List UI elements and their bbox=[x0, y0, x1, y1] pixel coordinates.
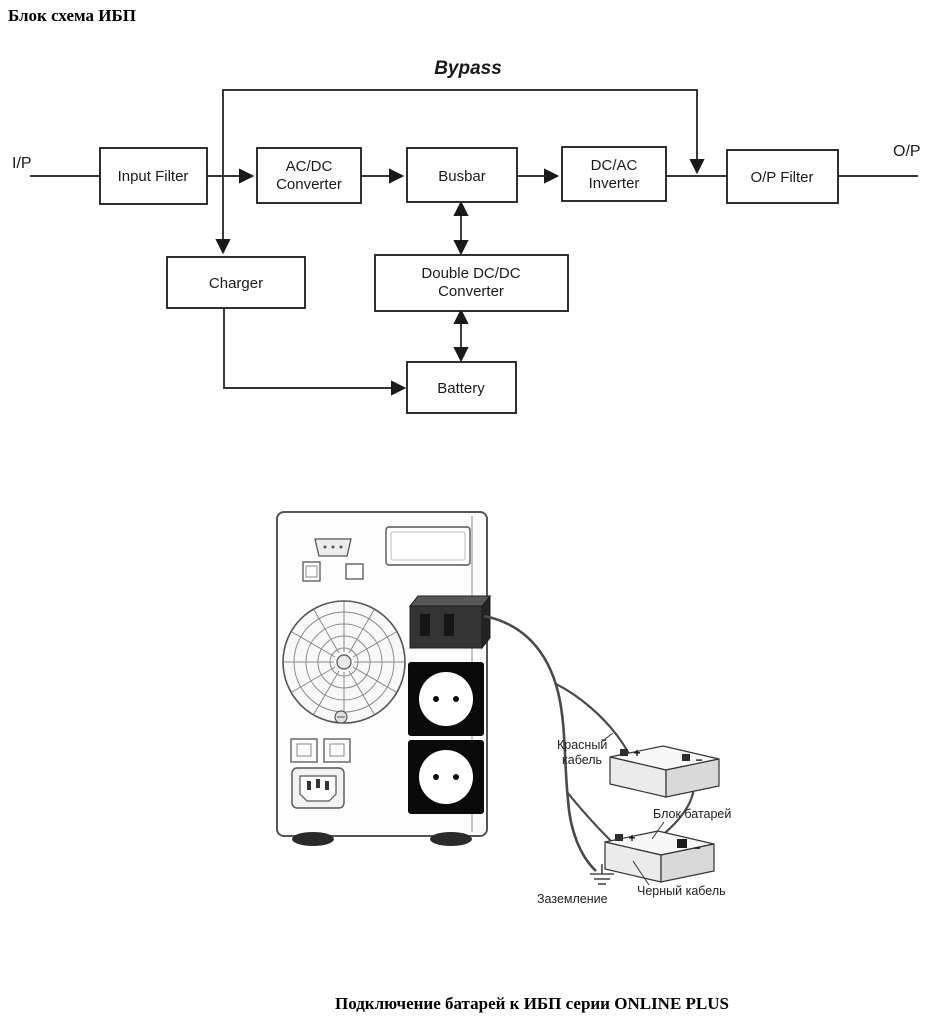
block-input-filter: Input Filter bbox=[99, 147, 208, 205]
battery-block-1: + − bbox=[609, 745, 720, 798]
annotations: Красный кабель Блок батарей Черный кабел… bbox=[537, 732, 731, 906]
block-op-filter: O/P Filter bbox=[726, 149, 839, 204]
wire-bypass bbox=[222, 89, 705, 176]
block-dcac-label-2: Inverter bbox=[589, 175, 640, 192]
ups-rear-panel-illustration: + − + − Красный кабель Блок батарей bbox=[276, 511, 731, 906]
battery2-terminal-positive bbox=[615, 834, 623, 841]
screw bbox=[334, 710, 348, 724]
black-cable bbox=[566, 791, 612, 842]
battery2-minus-mark: − bbox=[693, 841, 700, 855]
rj45-port-2 bbox=[323, 738, 351, 763]
ground-label: Заземление bbox=[537, 892, 608, 906]
wire-charger-to-battery bbox=[223, 308, 407, 396]
cable-bundle bbox=[483, 614, 597, 872]
battery1-terminal-positive bbox=[620, 749, 628, 756]
aux-port bbox=[345, 563, 364, 580]
red-cable-label-1: Красный bbox=[557, 738, 607, 752]
iec-power-inlet bbox=[291, 767, 345, 809]
ac-outlet-1 bbox=[408, 662, 484, 736]
black-cable-pointer bbox=[632, 860, 650, 886]
block-acdc-label-2: Converter bbox=[276, 176, 342, 193]
block-acdc-label-1: AC/DC bbox=[286, 158, 333, 175]
input-label: I/P bbox=[12, 155, 32, 172]
usb-port bbox=[302, 561, 321, 582]
bypass-label: Bypass bbox=[434, 58, 502, 79]
block-charger: Charger bbox=[166, 256, 306, 309]
output-label: O/P bbox=[893, 143, 921, 160]
ground-symbol bbox=[590, 864, 614, 885]
battery2-terminal-negative bbox=[677, 839, 687, 848]
block-dcdc-label-1: Double DC/DC bbox=[421, 265, 520, 282]
block-double-dcdc: Double DC/DC Converter bbox=[374, 254, 569, 312]
bottom-caption: Подключение батарей к ИБП серии ONLINE P… bbox=[334, 994, 730, 1013]
block-input-filter-label: Input Filter bbox=[118, 168, 189, 185]
rj45-port-1 bbox=[290, 738, 318, 763]
block-dcdc-label-2: Converter bbox=[438, 283, 504, 300]
ups-foot-right bbox=[430, 832, 472, 846]
battery-block-2: + − bbox=[604, 830, 715, 883]
battery1-terminal-negative bbox=[682, 754, 690, 761]
battery1-minus-mark: − bbox=[695, 753, 702, 767]
battery2-plus-mark: + bbox=[628, 831, 635, 845]
battery-terminal-block bbox=[408, 594, 492, 650]
battery-pack-label: Блок батарей bbox=[653, 807, 731, 821]
block-battery-label: Battery bbox=[437, 380, 485, 397]
red-cable-label-2: кабель bbox=[562, 753, 602, 767]
block-op-filter-label: O/P Filter bbox=[750, 169, 813, 186]
block-acdc-converter: AC/DC Converter bbox=[256, 147, 362, 204]
page-title: Блок схема ИБП bbox=[8, 6, 136, 25]
block-charger-label: Charger bbox=[209, 275, 263, 292]
block-dcac-label-1: DC/AC bbox=[591, 157, 638, 174]
battery-pack-pointer bbox=[651, 821, 665, 840]
black-cable-label: Черный кабель bbox=[637, 884, 726, 898]
red-cable-pointer bbox=[600, 732, 614, 743]
cooling-fan bbox=[282, 600, 406, 724]
ups-foot-left bbox=[292, 832, 334, 846]
option-slot bbox=[385, 526, 471, 566]
fan-guard-spokes bbox=[284, 602, 404, 722]
red-cable bbox=[555, 683, 630, 755]
block-busbar: Busbar bbox=[406, 147, 518, 203]
ups-block-diagram: Bypass I/P O/P Input Filter AC/DC bbox=[12, 58, 921, 414]
block-busbar-label: Busbar bbox=[438, 168, 486, 185]
block-battery: Battery bbox=[406, 361, 517, 414]
db9-connector bbox=[314, 538, 352, 557]
block-dcac-inverter: DC/AC Inverter bbox=[561, 146, 667, 202]
battery1-plus-mark: + bbox=[633, 746, 640, 760]
ac-outlet-2 bbox=[408, 740, 484, 814]
